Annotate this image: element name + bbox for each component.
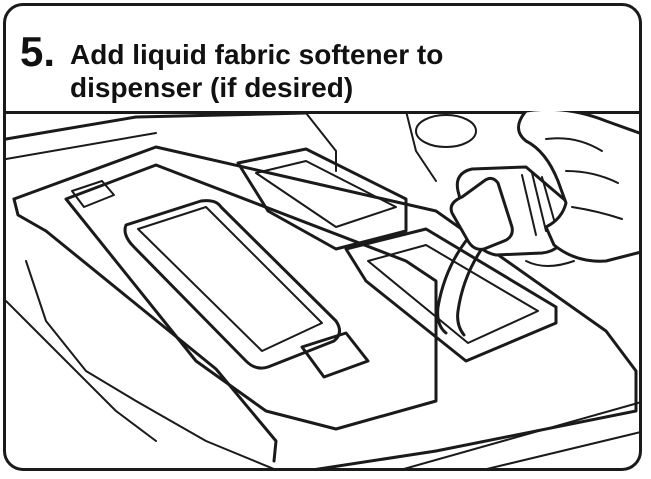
instruction-header: 5. Add liquid fabric softener to dispens… <box>6 6 639 114</box>
cabinet-top-line <box>6 132 157 160</box>
machine-knob <box>415 114 477 148</box>
instruction-title-line-2: dispenser (if desired) <box>70 72 354 103</box>
insert-tab <box>300 331 370 379</box>
step-number: 5. <box>20 28 56 75</box>
softener-bottle-pouring-into-dispenser-drawer-icon <box>6 111 639 468</box>
drawer-latch <box>71 180 115 208</box>
cabinet-side-line <box>405 111 437 182</box>
instruction-title-line-1: Add liquid fabric softener to <box>70 39 444 70</box>
hand-finger-line-2 <box>565 170 619 184</box>
drawer-side-panel <box>25 260 275 468</box>
prewash-cup-inner <box>137 206 323 352</box>
hand-finger-line-1 <box>545 137 603 152</box>
softener-bottle-neck <box>449 176 514 251</box>
hand-thumb <box>525 260 575 267</box>
hand-finger-line-3 <box>571 206 623 220</box>
hand-holding-bottle <box>517 111 639 263</box>
drawer-front-edge <box>44 229 278 463</box>
detergent-compartment <box>236 147 408 251</box>
floor-line-2 <box>486 431 639 468</box>
softener-stream-left <box>436 227 478 335</box>
drawer-left-lip <box>12 197 48 233</box>
cabinet-lower-line <box>6 300 157 442</box>
cabinet-back-edge <box>6 111 308 141</box>
bottle-grip-line-3 <box>541 176 557 228</box>
bottle-grip-line-2 <box>531 172 547 232</box>
detergent-compartment-inner <box>255 160 397 228</box>
prewash-cup-insert <box>123 199 341 370</box>
instruction-card: 5. Add liquid fabric softener to dispens… <box>3 3 642 471</box>
softener-compartment-inner <box>367 244 539 344</box>
main-compartment-tray <box>64 163 438 431</box>
floor-line-1 <box>403 401 639 468</box>
bottle-grip-line-1 <box>521 174 537 236</box>
softener-stream-right <box>456 233 494 337</box>
softener-compartment <box>344 227 558 363</box>
drawer-outer-frame <box>12 145 638 468</box>
